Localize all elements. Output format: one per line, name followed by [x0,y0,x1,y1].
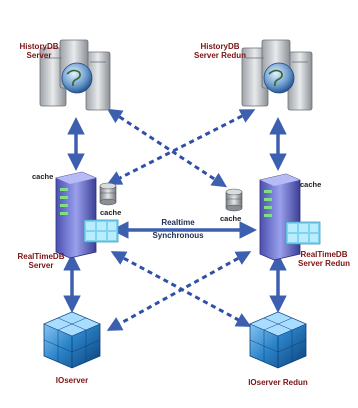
ioserver-label: IOserver [55,376,89,385]
realtime-synchronous-label-line1: Realtime [161,218,195,227]
cache-label-right-top: cache [300,180,322,189]
database-cache-icon-right [225,188,243,212]
realtimedb-server-icon [55,171,119,259]
historydb-server-label-line2: Server [26,51,52,60]
ioserver-icon [43,311,101,369]
realtimedb-server-label: RealTimeDB Server [14,252,68,270]
realtimedb-server-redun-label: RealTimeDB Server Redun [292,250,356,268]
historydb-server-label-line1: HistoryDB [19,42,59,51]
historydb-server-redun-label-line1: HistoryDB [200,42,240,51]
database-cache-icon-left [99,182,117,206]
historydb-server-redun-icon [241,39,313,111]
historydb-server-redun-label: HistoryDB Server Redun [186,42,254,60]
cache-label-left-drum: cache [100,208,122,217]
realtimedb-server-redun-icon [259,173,321,261]
dashed-arrow-realtime-redun-to-io-main [106,251,252,331]
realtimedb-server-label-line1: RealTimeDB [17,252,65,261]
historydb-server-icon [39,39,111,111]
ioserver-redun-icon [249,311,307,369]
historydb-server-label: HistoryDB Server [14,42,64,60]
dashed-arrow-history-redun-to-realtime-main [106,109,256,185]
cache-label-right-drum: cache [220,214,242,223]
ioserver-redun-label: IOserver Redun [248,378,308,387]
dashed-arrow-history-main-to-realtime-redun [106,108,228,188]
realtimedb-server-redun-label-line1: RealTimeDB [300,250,348,259]
realtimedb-server-label-line2: Server [28,261,54,270]
cache-label-left-top: cache [32,172,54,181]
realtimedb-server-redun-label-line2: Server Redun [297,259,351,268]
realtime-synchronous-label: Realtime Synchronous [140,218,216,240]
historydb-server-redun-label-line2: Server Redun [193,51,247,60]
realtime-synchronous-label-line2: Synchronous [152,231,204,240]
